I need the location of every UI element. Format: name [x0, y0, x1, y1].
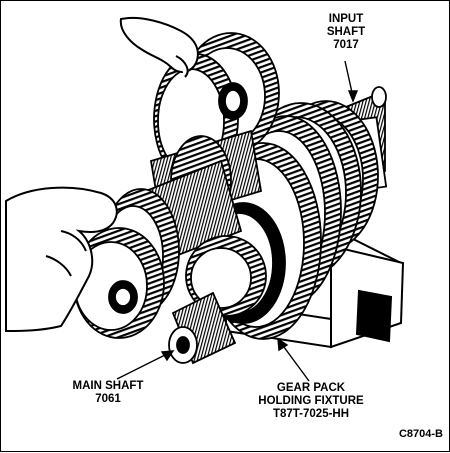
input-shaft-label: INPUT SHAFT 7017 [305, 13, 387, 52]
main-shaft-label: MAIN SHAFT 7061 [53, 380, 163, 406]
input-shaft-part-number: 7017 [333, 39, 359, 51]
gear-pack-part-number: T87T-7025-HH [272, 408, 350, 420]
input-shaft-label-line2: SHAFT [326, 26, 366, 38]
main-shaft-part-number: 7061 [95, 393, 121, 405]
input-shaft-label-line1: INPUT [328, 13, 364, 25]
figure-code: C8704-B [398, 428, 443, 440]
hand-top [119, 17, 199, 78]
leader-lines [116, 60, 359, 382]
gear-pack-label-line1: GEAR PACK [276, 382, 346, 394]
main-shaft-label-line1: MAIN SHAFT [72, 380, 144, 392]
hand-left [5, 186, 118, 333]
main-shaft [73, 159, 267, 365]
gear-pack-label-line2: HOLDING FIXTURE [258, 395, 364, 407]
gear-pack-fixture-label: GEAR PACK HOLDING FIXTURE T87T-7025-HH [226, 382, 396, 421]
